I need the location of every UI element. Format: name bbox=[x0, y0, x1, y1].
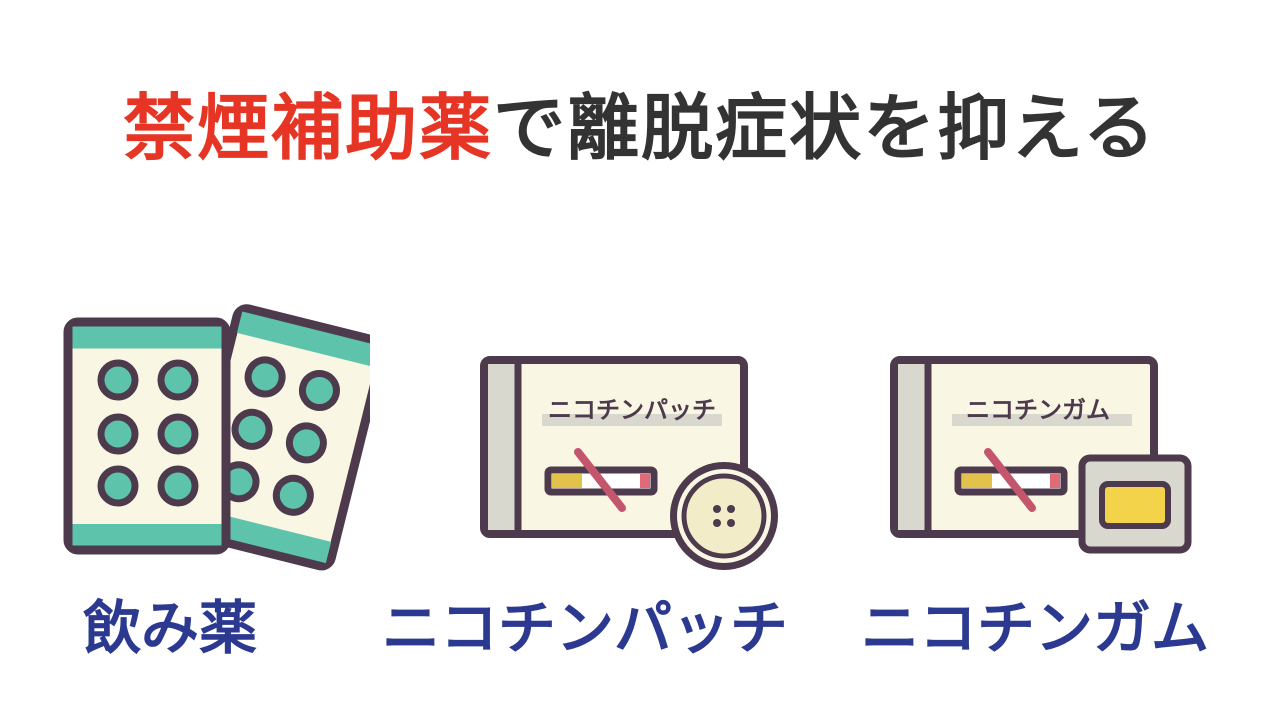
page-title: 禁煙補助薬で離脱症状を抑える bbox=[0, 92, 1280, 164]
patch-box-label: ニコチンパッチ bbox=[548, 396, 716, 424]
gum-box-label: ニコチンガム bbox=[966, 396, 1110, 424]
gum-piece bbox=[1078, 454, 1192, 554]
title-rest: で離脱症状を抑える bbox=[493, 86, 1157, 170]
no-smoking-strike bbox=[574, 448, 626, 512]
patch-disc bbox=[670, 462, 778, 570]
caption-oral-medicine: 飲み薬 bbox=[82, 594, 257, 662]
title-highlight: 禁煙補助薬 bbox=[123, 86, 494, 170]
caption-nicotine-gum: ニコチンガム bbox=[860, 594, 1209, 662]
nicotine-gum-icon: ニコチンガム bbox=[890, 356, 1192, 554]
cigarette-icon bbox=[544, 448, 658, 512]
front-blister-card bbox=[63, 317, 231, 555]
no-smoking-strike bbox=[984, 448, 1036, 512]
nicotine-patch-icon: ニコチンパッチ bbox=[480, 356, 778, 570]
cigarette-icon bbox=[954, 448, 1068, 512]
caption-nicotine-patch: ニコチンパッチ bbox=[381, 594, 788, 662]
pill-blister-icon bbox=[63, 304, 370, 571]
